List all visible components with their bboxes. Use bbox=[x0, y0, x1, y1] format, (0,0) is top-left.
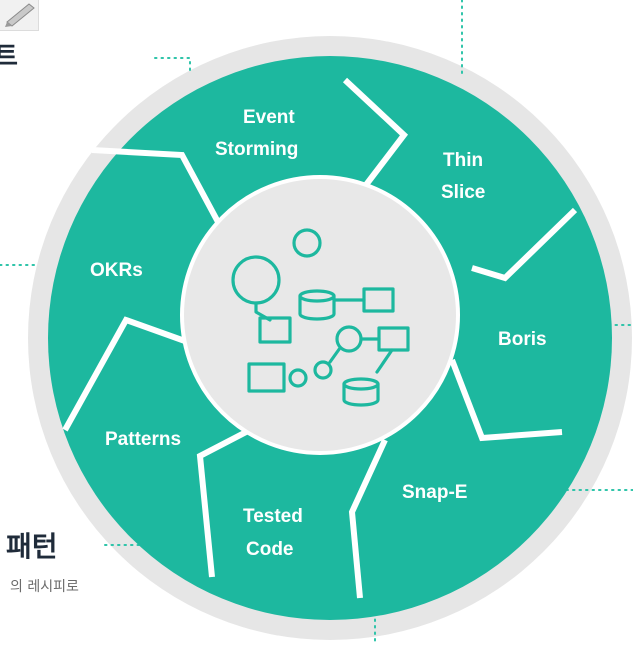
bottom-left-subtitle-fragment: 의 레시피로 bbox=[10, 579, 79, 595]
label-okrs-line1: OKRs bbox=[90, 260, 143, 281]
separator-2 bbox=[471, 207, 578, 282]
separator-4 bbox=[348, 438, 388, 599]
label-thin-slice[interactable]: Thin Slice bbox=[441, 150, 488, 203]
connector-top-left bbox=[154, 57, 191, 71]
label-patterns[interactable]: Patterns bbox=[105, 429, 181, 450]
label-tested-code[interactable]: Tested Code bbox=[243, 506, 308, 560]
label-tested-code-line1: Tested bbox=[243, 506, 303, 527]
separator-6 bbox=[62, 316, 212, 432]
separator-7 bbox=[91, 147, 221, 224]
architecture-diagram-icon bbox=[231, 228, 410, 407]
label-tested-code-line2: Code bbox=[246, 539, 294, 560]
segment-separators bbox=[62, 77, 578, 599]
label-thin-slice-line2: Slice bbox=[441, 182, 485, 203]
label-okrs[interactable]: OKRs bbox=[90, 260, 143, 281]
separator-5 bbox=[196, 427, 252, 578]
top-left-title-fragment: 트 bbox=[0, 42, 18, 72]
separator-3 bbox=[449, 358, 563, 442]
separator-1 bbox=[342, 77, 409, 200]
center-hub bbox=[180, 175, 460, 455]
pencil-icon bbox=[5, 3, 35, 27]
label-boris-line1: Boris bbox=[498, 329, 547, 350]
label-boris[interactable]: Boris bbox=[498, 329, 547, 350]
thumbnail-image-fragment bbox=[0, 0, 39, 31]
label-thin-slice-line1: Thin bbox=[443, 150, 483, 171]
label-event-storming[interactable]: Event Storming bbox=[215, 107, 300, 160]
label-event-storming-line2: Storming bbox=[215, 139, 298, 160]
label-patterns-line1: Patterns bbox=[105, 429, 181, 450]
label-event-storming-line1: Event bbox=[243, 107, 295, 128]
label-snap-e-line1: Snap-E bbox=[402, 482, 467, 503]
bottom-left-title-fragment: 패턴 bbox=[6, 530, 58, 563]
label-snap-e[interactable]: Snap-E bbox=[402, 482, 467, 503]
segment-labels: Event Storming Thin Slice Boris Snap-E T… bbox=[90, 107, 547, 560]
